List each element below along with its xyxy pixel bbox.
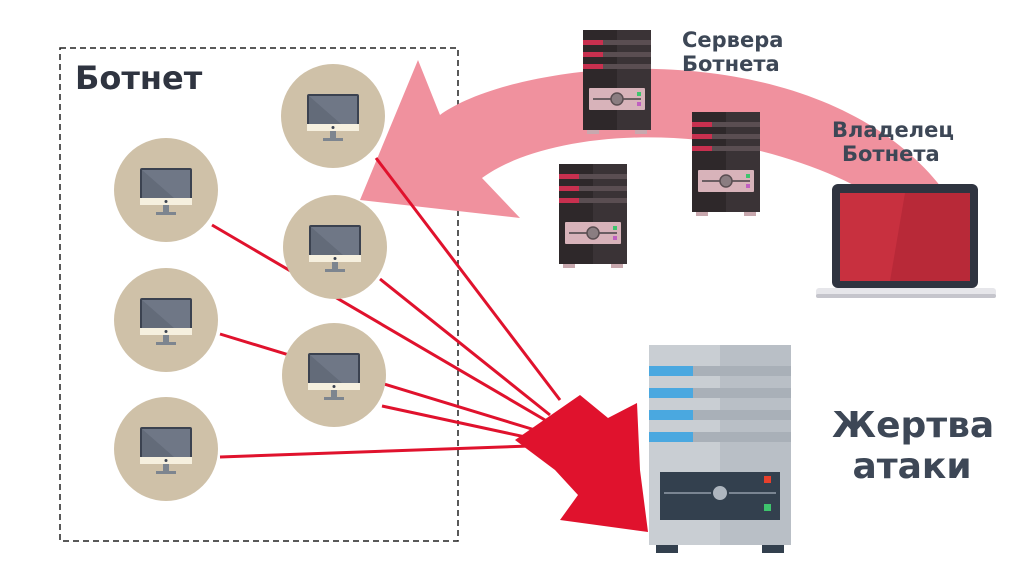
bot-computer xyxy=(114,397,218,501)
victim-label-line2: атаки xyxy=(852,446,972,488)
attack-arrow xyxy=(515,395,648,532)
bot-computer xyxy=(282,323,386,427)
bot-computer xyxy=(114,138,218,242)
c2-server-icon xyxy=(558,163,628,269)
victim-label: Жертва атаки xyxy=(832,405,995,488)
owner-label-line2: Ботнета xyxy=(842,142,940,167)
control-arrow xyxy=(360,60,960,222)
victim-server-icon xyxy=(649,345,791,553)
laptop-icon xyxy=(816,184,996,298)
servers-label: Сервера Ботнета xyxy=(682,28,783,76)
bot-computer xyxy=(281,64,385,168)
bot-computer xyxy=(283,195,387,299)
bot-computer xyxy=(114,268,218,372)
botnet-title: Ботнет xyxy=(75,59,203,97)
servers-label-line2: Ботнета xyxy=(682,52,780,77)
owner-label: Владелец Ботнета xyxy=(832,118,954,166)
victim-label-line1: Жертва xyxy=(832,405,995,446)
owner-label-line1: Владелец xyxy=(832,118,954,142)
botnet-boundary xyxy=(59,47,459,542)
servers-label-line1: Сервера xyxy=(682,28,784,52)
c2-server-icon xyxy=(691,111,761,217)
c2-server-icon xyxy=(582,29,652,135)
